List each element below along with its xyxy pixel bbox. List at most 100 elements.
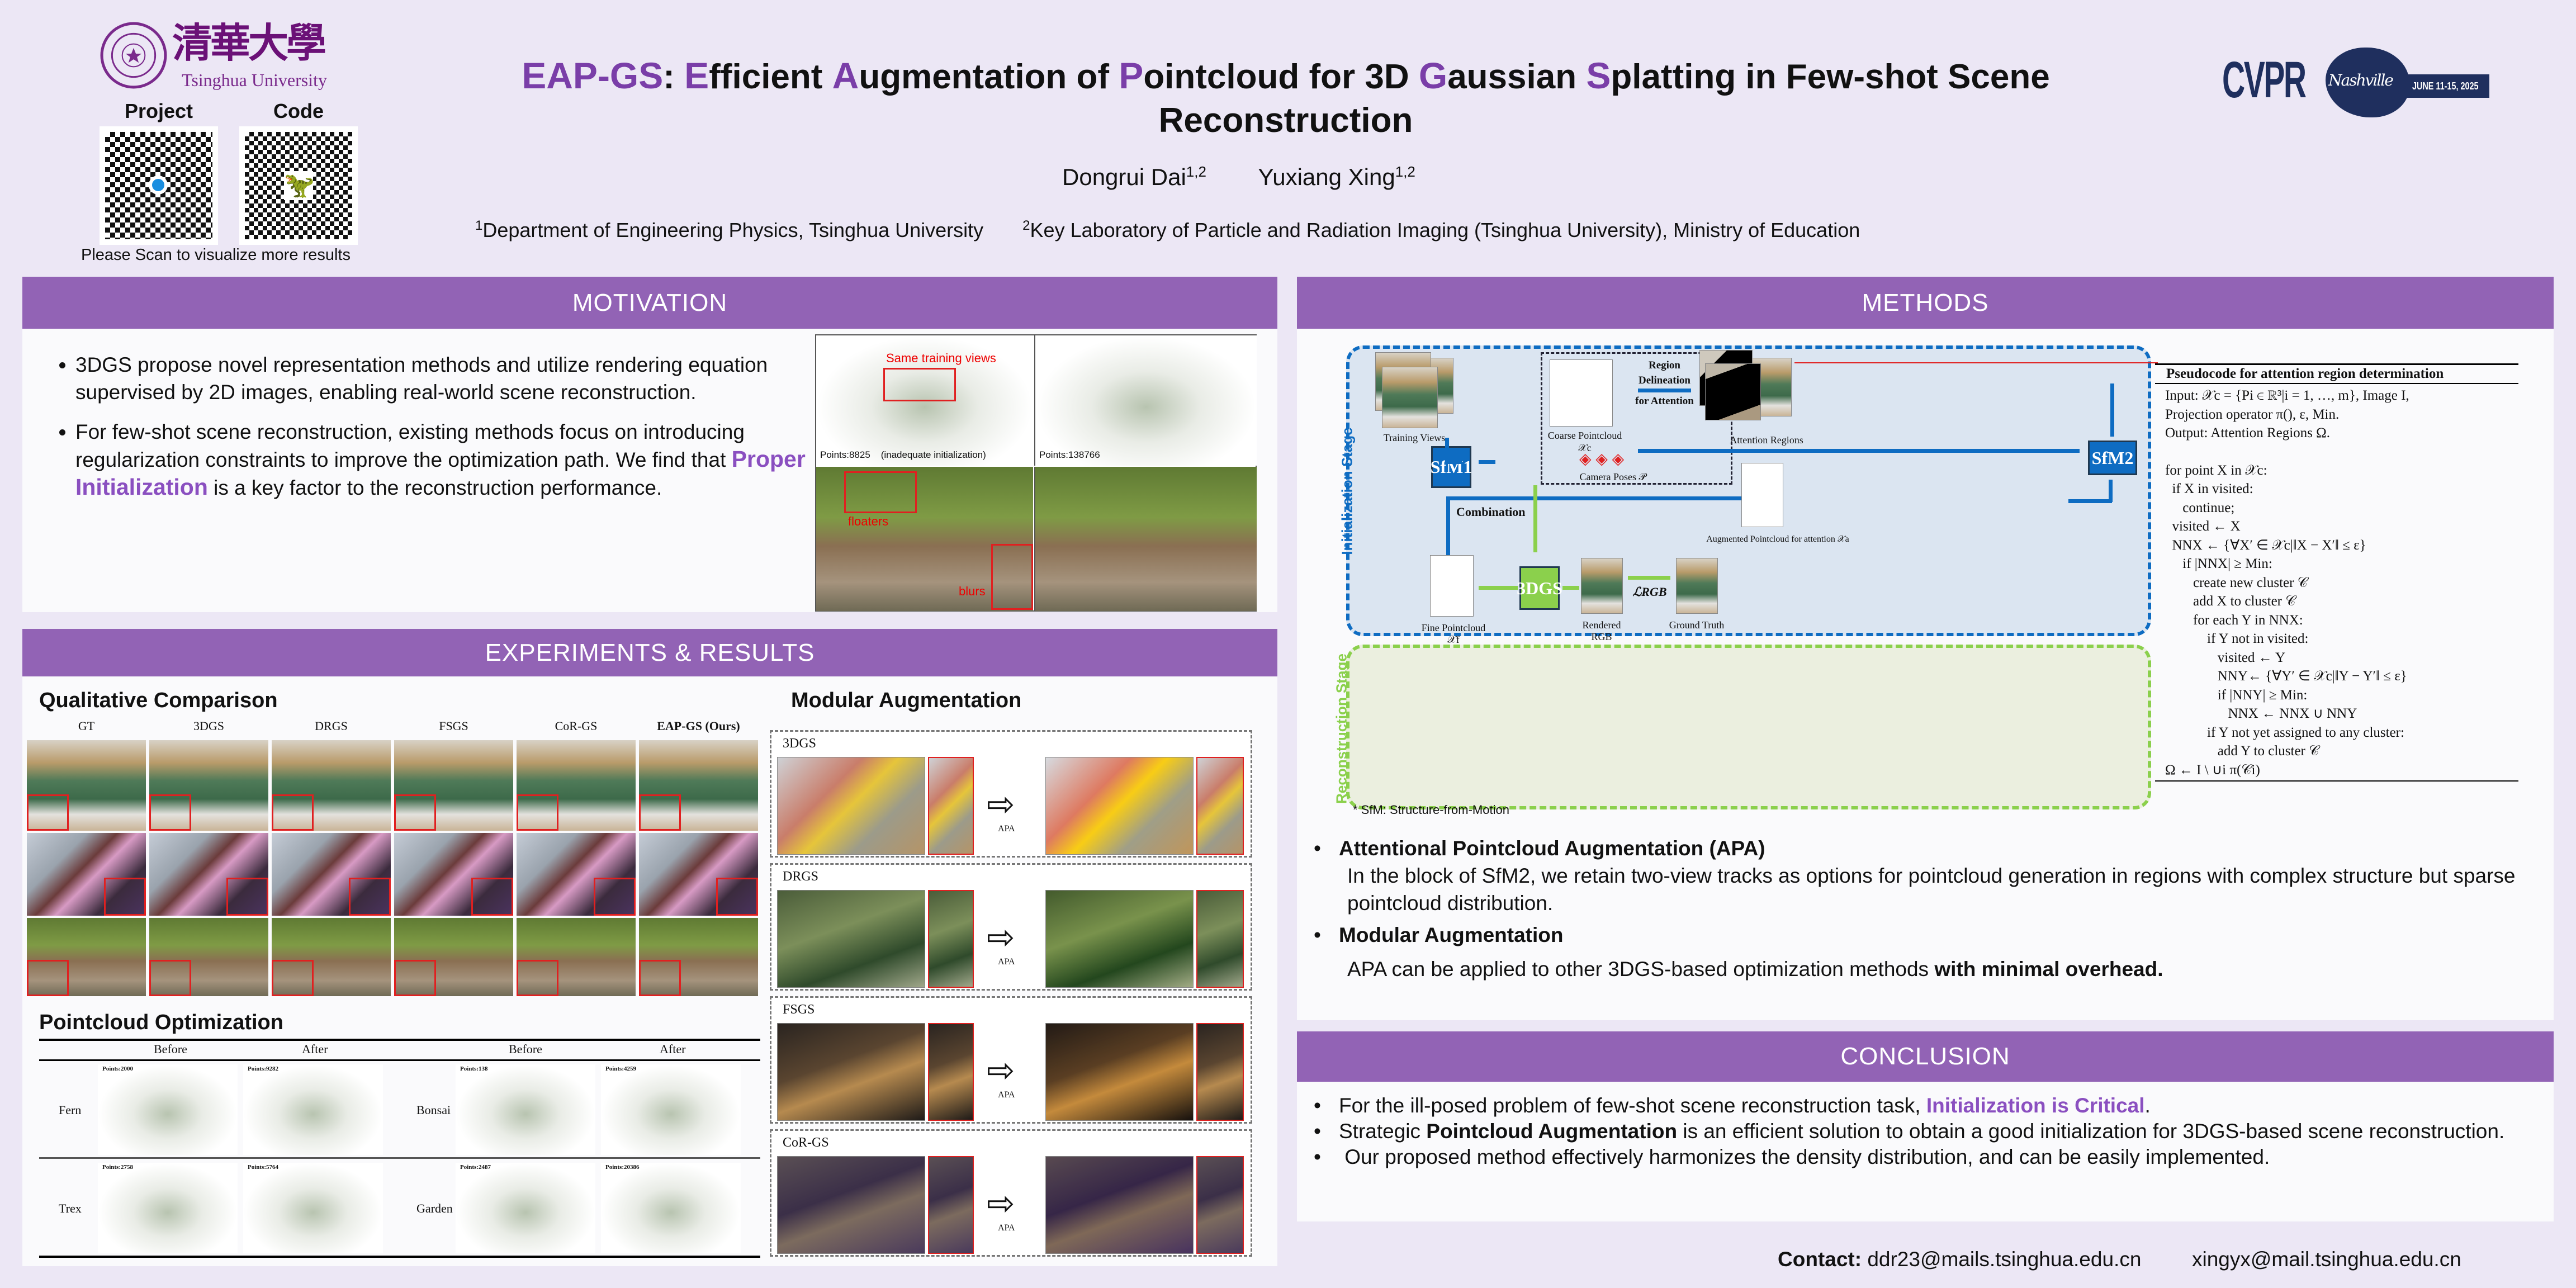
zoom-inset xyxy=(716,878,758,916)
pseudocode-line: if |NNX| ≥ Min: xyxy=(2165,556,2272,571)
points-count: Points:2000 xyxy=(102,1066,133,1072)
arrow xyxy=(1628,576,1670,580)
combination-label: Combination xyxy=(1456,505,1526,519)
comparison-image xyxy=(149,833,268,916)
comparison-image xyxy=(272,833,391,916)
motivation-figure: Same training views Points:8825 (inadequ… xyxy=(815,334,1257,612)
annotation-floaters: floaters xyxy=(848,514,889,528)
after-image xyxy=(1045,1023,1194,1121)
pseudocode-line: Ω ← I \ ∪i π(𝒞i) xyxy=(2165,762,2260,778)
points-count: Points:2487 xyxy=(460,1164,491,1171)
pseudocode-block: Pseudocode for attention region determin… xyxy=(2155,363,2518,816)
points-count: Points:138 xyxy=(460,1066,488,1072)
title-text: fficient xyxy=(709,58,832,96)
pseudocode-line: for each Y in NNX: xyxy=(2165,612,2303,628)
conclusion-panel: •For the ill-posed problem of few-shot s… xyxy=(1297,1082,2554,1221)
dinosaur-icon: 🦖 xyxy=(284,171,315,200)
pointcloud-image-after: Points:9282 xyxy=(243,1064,383,1155)
points-count: Points:2758 xyxy=(102,1164,133,1171)
qr-project[interactable]: Project xyxy=(100,100,218,245)
zoom-inset xyxy=(272,794,314,831)
pointcloud-image-before: Points:2758 xyxy=(98,1163,238,1253)
zoom-inset xyxy=(27,960,69,996)
comparison-image xyxy=(517,740,636,831)
loss-label: ℒRGB xyxy=(1632,585,1667,599)
method-column-label: EAP-GS (Ours) xyxy=(657,719,740,733)
qr-code[interactable]: 🦖 xyxy=(239,126,358,245)
arrow xyxy=(1638,449,2080,453)
affiliations: 1Department of Engineering Physics, Tsin… xyxy=(475,218,1860,242)
before-image xyxy=(777,1023,925,1121)
conclusion-bullet: • Our proposed method effectively harmon… xyxy=(1314,1145,2270,1168)
column-header: Before xyxy=(509,1042,542,1056)
scene-label: Bonsai xyxy=(416,1103,451,1117)
qr-code-repo[interactable]: Code 🦖 xyxy=(239,100,358,245)
title-line-2: Reconstruction xyxy=(1158,101,1413,140)
pseudocode-title: Pseudocode for attention region determin… xyxy=(2166,366,2444,381)
before-inset xyxy=(928,1156,974,1254)
pseudocode-line: NNY← {∀Y′ ∈ 𝒳c|‖Y − Y′‖ ≤ ε} xyxy=(2165,669,2407,684)
attention-regions-label: Attention Regions xyxy=(1730,434,1803,446)
pointcloud-image-before: Points:138 xyxy=(456,1064,595,1155)
pseudocode-line: for point X in 𝒳c: xyxy=(2165,462,2267,478)
fine-pointcloud-image xyxy=(1430,555,1474,617)
points-count: Points:8825 (inadequate initialization) xyxy=(820,449,986,460)
arrow xyxy=(2068,499,2112,503)
points-count: Points:5764 xyxy=(248,1164,278,1171)
comparison-image xyxy=(394,740,513,831)
conclusion-header: CONCLUSION xyxy=(1297,1031,2554,1082)
after-image xyxy=(1045,757,1194,855)
author-sup: 1,2 xyxy=(1186,163,1206,180)
title-accent-letter: E xyxy=(684,55,709,96)
attention-region-image xyxy=(1705,363,1761,420)
column-header: After xyxy=(660,1042,686,1056)
comparison-image xyxy=(27,918,146,996)
points-count: Points:138766 xyxy=(1039,449,1100,460)
comparison-image xyxy=(27,740,146,831)
contact-email[interactable]: ddr23@mails.tsinghua.edu.cn xyxy=(1867,1248,2142,1271)
modular-title: Modular Augmentation xyxy=(791,689,1022,712)
guitar-shape xyxy=(2326,48,2409,117)
qr-code[interactable] xyxy=(100,126,218,245)
experiments-header: EXPERIMENTS & RESULTS xyxy=(22,629,1277,676)
aff-sup: 1 xyxy=(475,218,483,233)
apa-label: APA xyxy=(998,1090,1015,1100)
comparison-image xyxy=(517,918,636,996)
modular-example-box: FSGS ⇨ APA xyxy=(770,996,1252,1124)
apa-arrow-icon: ⇨ xyxy=(987,918,1015,956)
author-sup: 1,2 xyxy=(1395,163,1415,180)
recon-stage-label: Reconstruction Stage xyxy=(1333,654,1350,804)
camera-poses-label: Camera Poses 𝒫 xyxy=(1579,471,1646,482)
university-name-en: Tsinghua University xyxy=(182,70,327,90)
motivation-bullet: 3DGS propose novel representation method… xyxy=(75,351,811,406)
pointcloud-image-after: Points:5764 xyxy=(243,1163,383,1253)
zoom-inset xyxy=(149,960,191,996)
after-image xyxy=(1045,1156,1194,1254)
sfm1-block: SfM1 xyxy=(1431,446,1472,488)
comparison-image xyxy=(639,740,758,831)
camera-poses-icon: ◈ ◈ ◈ xyxy=(1579,450,1625,467)
poster-title: EAP-GS: Efficient Augmentation of Pointc… xyxy=(358,54,2214,143)
render-sparse-image: floaters blurs xyxy=(816,467,1033,611)
author-name: Dongrui Dai xyxy=(1062,164,1186,190)
motivation-bullet: For few-shot scene reconstruction, exist… xyxy=(75,418,811,501)
augmented-pointcloud-image xyxy=(1741,463,1783,527)
pseudocode-line: add X to cluster 𝒞 xyxy=(2165,594,2296,609)
contact-email[interactable]: xingyx@mail.tsinghua.edu.cn xyxy=(2191,1248,2461,1271)
comparison-image xyxy=(517,833,636,916)
pseudocode-line: visited ← X xyxy=(2165,519,2241,534)
methods-header: METHODS xyxy=(1297,277,2554,329)
3dgs-block: 3DGS xyxy=(1517,566,1562,610)
apa-label: APA xyxy=(998,957,1015,967)
apa-label: APA xyxy=(998,1223,1015,1233)
affiliation: Key Laboratory of Particle and Radiation… xyxy=(1030,219,1860,242)
university-name-cn: 清華大學 xyxy=(172,19,326,67)
conclusion-bullet: •For the ill-posed problem of few-shot s… xyxy=(1314,1094,2151,1117)
render-dense-image xyxy=(1034,467,1257,611)
pseudocode-line: NNX ← NNX ∪ NNY xyxy=(2165,706,2357,721)
pseudocode-line: Output: Attention Regions Ω. xyxy=(2165,425,2330,441)
after-inset xyxy=(1196,757,1244,855)
pointcloud-image-before: Points:2000 xyxy=(98,1064,238,1155)
reconstruction-stage xyxy=(1346,645,2151,809)
